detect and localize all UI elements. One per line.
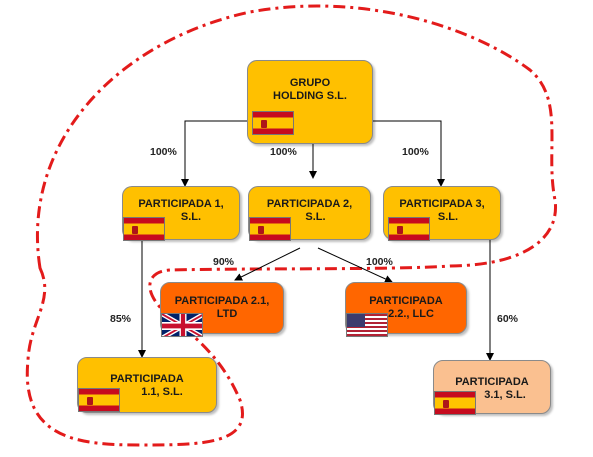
node-participada-3-label: PARTICIPADA 3, S.L. (399, 198, 485, 223)
percentage-p1-p11: 85% (110, 313, 132, 325)
spain-flag-icon (123, 217, 165, 241)
node-participada-3-1: PARTICIPADA 3.1, S.L. (433, 360, 551, 415)
node-participada-3-1-label: PARTICIPADA 3.1, S.L. (455, 376, 529, 401)
node-participada-2-2-label: PARTICIPADA 2.2., LLC (369, 295, 443, 320)
connector-p2-p22 (317, 247, 393, 283)
spain-flag-icon (252, 111, 294, 135)
uk-flag-icon (161, 313, 203, 337)
node-participada-2-1: PARTICIPADA 2.1, LTD (160, 282, 284, 337)
spain-flag-icon (434, 391, 476, 415)
connector-holding-p3 (373, 120, 445, 187)
node-participada-2: PARTICIPADA 2, S.L. (248, 186, 371, 241)
spain-flag-icon (249, 217, 291, 241)
node-participada-1: PARTICIPADA 1, S.L. (122, 186, 240, 241)
node-participada-2-1-label: PARTICIPADA 2.1, LTD (174, 295, 270, 320)
node-grupo-holding: GRUPO HOLDING S.L. (247, 60, 373, 144)
node-participada-2-label: PARTICIPADA 2, S.L. (266, 198, 353, 223)
node-grupo-holding-label: GRUPO HOLDING S.L. (273, 77, 347, 102)
connector-p2-p21 (234, 247, 301, 281)
node-participada-2-2: PARTICIPADA 2.2., LLC (345, 282, 467, 337)
percentage-holding-p2: 100% (270, 146, 297, 158)
usa-flag-icon (346, 313, 388, 337)
spain-flag-icon (388, 217, 430, 241)
percentage-p2-p21: 90% (213, 256, 235, 268)
node-participada-3: PARTICIPADA 3, S.L. (383, 186, 501, 241)
percentage-holding-p3: 100% (402, 146, 429, 158)
percentage-holding-p1: 100% (150, 146, 177, 158)
spain-flag-icon (78, 388, 120, 412)
percentage-p3-p31: 60% (497, 313, 519, 325)
node-participada-1-label: PARTICIPADA 1, S.L. (138, 198, 224, 223)
connector-holding-p1 (181, 120, 247, 187)
node-participada-1-1-label: PARTICIPADA 1.1, S.L. (110, 373, 184, 398)
node-participada-1-1: PARTICIPADA 1.1, S.L. (77, 357, 217, 413)
percentage-p2-p22: 100% (366, 256, 393, 268)
